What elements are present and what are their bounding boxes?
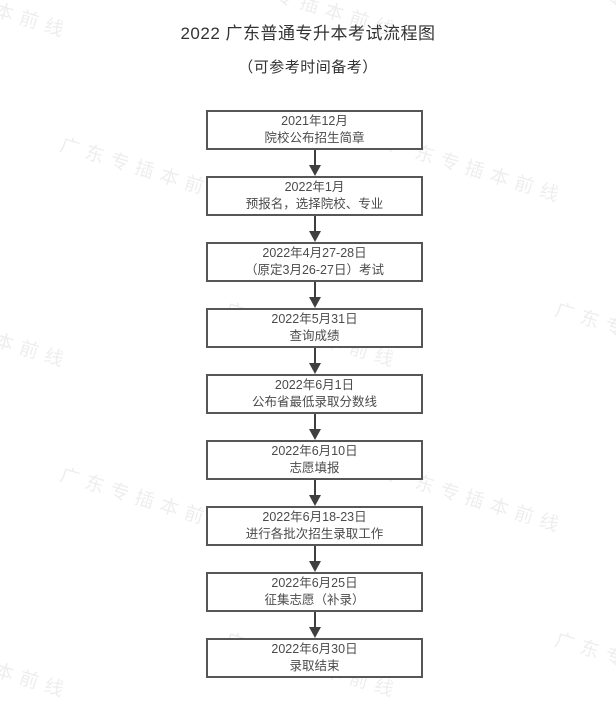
arrow-stem: [313, 480, 316, 495]
flow-box-description: 预报名，选择院校、专业: [245, 197, 384, 211]
flow-box-date: 2022年6月18-23日: [262, 510, 367, 524]
arrow-down-icon: [308, 414, 321, 440]
flow-box: 2022年6月30日录取结束: [206, 638, 423, 678]
page-subtitle: （可参考时间备考）: [238, 59, 378, 76]
arrow-stem: [313, 612, 316, 627]
arrow-head: [308, 561, 321, 572]
flow-box-description: 征集志愿（补录）: [264, 593, 365, 607]
arrow-head: [308, 165, 321, 176]
arrow-head: [308, 231, 321, 242]
flow-box-description: 查询成绩: [289, 329, 340, 343]
page-title: 2022 广东普通专升本考试流程图: [180, 24, 436, 43]
flow-box: 2022年6月25日征集志愿（补录）: [206, 572, 423, 612]
arrow-head: [308, 627, 321, 638]
flow-box: 2022年5月31日查询成绩: [206, 308, 423, 348]
arrow-stem: [313, 150, 316, 165]
flow-box-description: 院校公布招生简章: [264, 131, 365, 145]
arrow-down-icon: [308, 348, 321, 374]
flow-box-date: 2022年6月10日: [271, 444, 358, 458]
watermark-text: 广东专插本前线: [0, 299, 73, 374]
flow-box-date: 2022年1月: [284, 180, 345, 194]
flow-box-date: 2022年6月25日: [271, 576, 358, 590]
flow-box-description: （原定3月26-27日）考试: [245, 263, 384, 277]
flow-box: 2022年6月18-23日进行各批次招生录取工作: [206, 506, 423, 546]
arrow-stem: [313, 546, 316, 561]
arrow-head: [308, 297, 321, 308]
flow-box-description: 进行各批次招生录取工作: [245, 527, 384, 541]
flow-box: 2021年12月院校公布招生简章: [206, 110, 423, 150]
watermark-text: 广东专插本前线: [0, 629, 73, 704]
flow-box-description: 志愿填报: [289, 461, 340, 475]
flowchart: 2021年12月院校公布招生简章 2022年1月预报名，选择院校、专业 2022年4…: [206, 110, 423, 678]
arrow-stem: [313, 414, 316, 429]
arrow-down-icon: [308, 546, 321, 572]
arrow-down-icon: [308, 282, 321, 308]
flow-box: 2022年6月10日志愿填报: [206, 440, 423, 480]
arrow-head: [308, 363, 321, 374]
arrow-down-icon: [308, 150, 321, 176]
arrow-stem: [313, 216, 316, 231]
arrow-head: [308, 429, 321, 440]
flow-box-date: 2021年12月: [281, 114, 348, 128]
flow-box-date: 2022年5月31日: [271, 312, 358, 326]
arrow-down-icon: [308, 480, 321, 506]
flow-box: 2022年1月预报名，选择院校、专业: [206, 176, 423, 216]
flow-box-description: 录取结束: [289, 659, 340, 673]
watermark-text: 广东专插本前线: [552, 629, 616, 704]
arrow-stem: [313, 282, 316, 297]
flow-box-description: 公布省最低录取分数线: [251, 395, 377, 409]
flow-box: 2022年6月1日公布省最低录取分数线: [206, 374, 423, 414]
arrow-down-icon: [308, 612, 321, 638]
arrow-stem: [313, 348, 316, 363]
watermark-text: 广东专插本前线: [552, 299, 616, 374]
flow-box-date: 2022年6月1日: [274, 378, 355, 392]
flow-box: 2022年4月27-28日 （原定3月26-27日）考试: [206, 242, 423, 282]
arrow-head: [308, 495, 321, 506]
flow-box-date: 2022年4月27-28日: [262, 246, 367, 260]
flow-box-date: 2022年6月30日: [271, 642, 358, 656]
arrow-down-icon: [308, 216, 321, 242]
